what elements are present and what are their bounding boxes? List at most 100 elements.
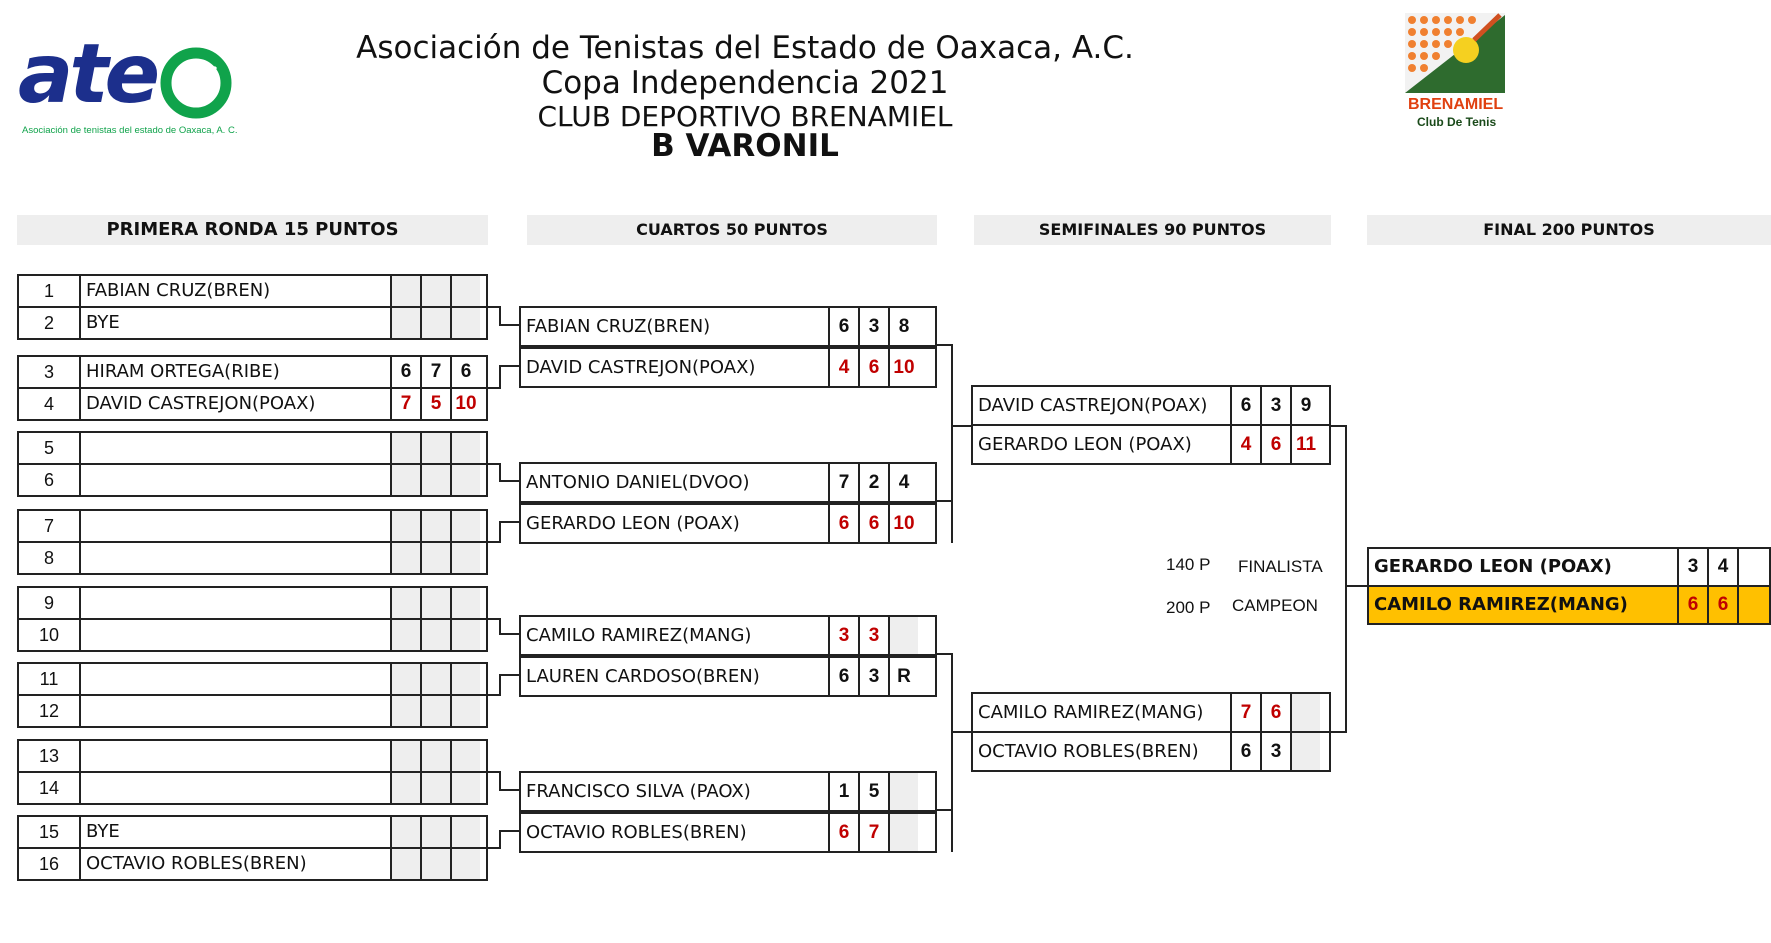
- bracket-connector: [1331, 425, 1347, 427]
- brenamiel-emblem-icon: [1405, 13, 1505, 93]
- set-score: [390, 741, 420, 771]
- player-name: LAUREN CARDOSO(BREN): [526, 666, 760, 687]
- set-score: 2: [858, 464, 888, 501]
- bracket-connector: [488, 306, 500, 308]
- seed-number: 8: [19, 543, 81, 573]
- round-header-quarters: CUARTOS 50 PUNTOS: [527, 215, 937, 245]
- bracket-connector: [499, 830, 519, 832]
- seed-number: 3: [19, 357, 81, 387]
- bracket-connector: [951, 696, 953, 852]
- set-score: [450, 465, 480, 495]
- bracket-connector: [488, 463, 500, 465]
- bracket-connector: [488, 771, 500, 773]
- player-name: OCTAVIO ROBLES(BREN): [86, 853, 307, 874]
- bracket-connector: [499, 306, 501, 326]
- player-name: GERARDO LEON (POAX): [978, 434, 1192, 455]
- player-name: [81, 696, 86, 726]
- bracket-connector: [937, 344, 953, 346]
- seed-number: 14: [19, 773, 81, 803]
- ateo-logo: ate Asociación de tenistas del estado de…: [18, 27, 258, 145]
- champion-label: CAMPEON: [1232, 596, 1318, 615]
- set-score: 10: [888, 349, 918, 386]
- set-score: [420, 433, 450, 463]
- set-score: 3: [1260, 387, 1290, 424]
- set-score: 10: [450, 389, 480, 419]
- player-name: CAMILO RAMIREZ(MANG): [1374, 594, 1628, 615]
- bracket-connector: [488, 387, 500, 389]
- set-score: 9: [1290, 387, 1320, 424]
- set-score: [450, 773, 480, 803]
- set-score: 4: [1707, 549, 1737, 585]
- set-score: 11: [1290, 426, 1320, 463]
- bracket-connector: [488, 847, 500, 849]
- seed-number: 9: [19, 588, 81, 618]
- set-score: [420, 511, 450, 541]
- set-score: 6: [1677, 587, 1707, 623]
- set-score: [1290, 733, 1320, 770]
- bracket-connector: [937, 809, 953, 811]
- set-score: 3: [858, 617, 888, 654]
- set-score: [390, 465, 420, 495]
- set-score: [1737, 587, 1767, 623]
- set-score: 7: [420, 357, 450, 387]
- set-score: 8: [888, 308, 918, 345]
- header-category: B VARONIL: [651, 128, 839, 164]
- bracket-connector: [488, 618, 500, 620]
- set-score: 7: [1230, 694, 1260, 731]
- bracket-connector: [951, 653, 953, 696]
- tennis-ball-icon: [160, 47, 232, 119]
- set-score: [450, 817, 480, 847]
- bracket-connector: [499, 771, 501, 791]
- player-name: DAVID CASTREJON(POAX): [86, 393, 316, 414]
- set-score: 6: [390, 357, 420, 387]
- player-name: [81, 465, 86, 495]
- set-score: [420, 276, 450, 306]
- bracket-connector: [488, 541, 500, 543]
- set-score: [420, 664, 450, 694]
- set-score: [390, 543, 420, 573]
- ateo-logo-text: ate: [18, 27, 160, 122]
- set-score: 6: [828, 308, 858, 345]
- first-round-row: 9: [17, 586, 488, 620]
- player-name: FABIAN CRUZ(BREN): [526, 316, 711, 337]
- player-name: CAMILO RAMIREZ(MANG): [526, 625, 752, 646]
- player-name: GERARDO LEON (POAX): [1374, 556, 1612, 577]
- seed-number: 13: [19, 741, 81, 771]
- bracket-connector: [951, 731, 971, 733]
- set-score: 3: [1677, 549, 1707, 585]
- bracket-connector: [951, 387, 953, 543]
- bracket-connector: [499, 463, 501, 482]
- set-score: [420, 741, 450, 771]
- set-score: [390, 511, 420, 541]
- set-score: [450, 276, 480, 306]
- bracket-connector: [499, 789, 519, 791]
- bracket-connector: [499, 618, 501, 635]
- set-score: 6: [1230, 733, 1260, 770]
- brenamiel-logo-caption: Club De Tenis: [1417, 115, 1497, 129]
- set-score: 6: [1230, 387, 1260, 424]
- first-round-row: 8: [17, 541, 488, 575]
- bracket-connector: [1345, 425, 1347, 731]
- set-score: R: [888, 658, 918, 695]
- set-score: 3: [858, 658, 888, 695]
- seed-number: 11: [19, 664, 81, 694]
- seed-number: 16: [19, 849, 81, 879]
- player-name: [81, 741, 86, 771]
- set-score: [420, 543, 450, 573]
- bracket-connector: [499, 521, 501, 543]
- first-round-row: 6: [17, 463, 488, 497]
- seed-number: 2: [19, 308, 81, 338]
- bracket-connector: [499, 830, 501, 849]
- player-name: FABIAN CRUZ(BREN): [86, 280, 271, 301]
- brenamiel-logo: BRENAMIEL Club De Tenis: [1400, 10, 1520, 140]
- player-name: [81, 664, 86, 694]
- set-score: [420, 465, 450, 495]
